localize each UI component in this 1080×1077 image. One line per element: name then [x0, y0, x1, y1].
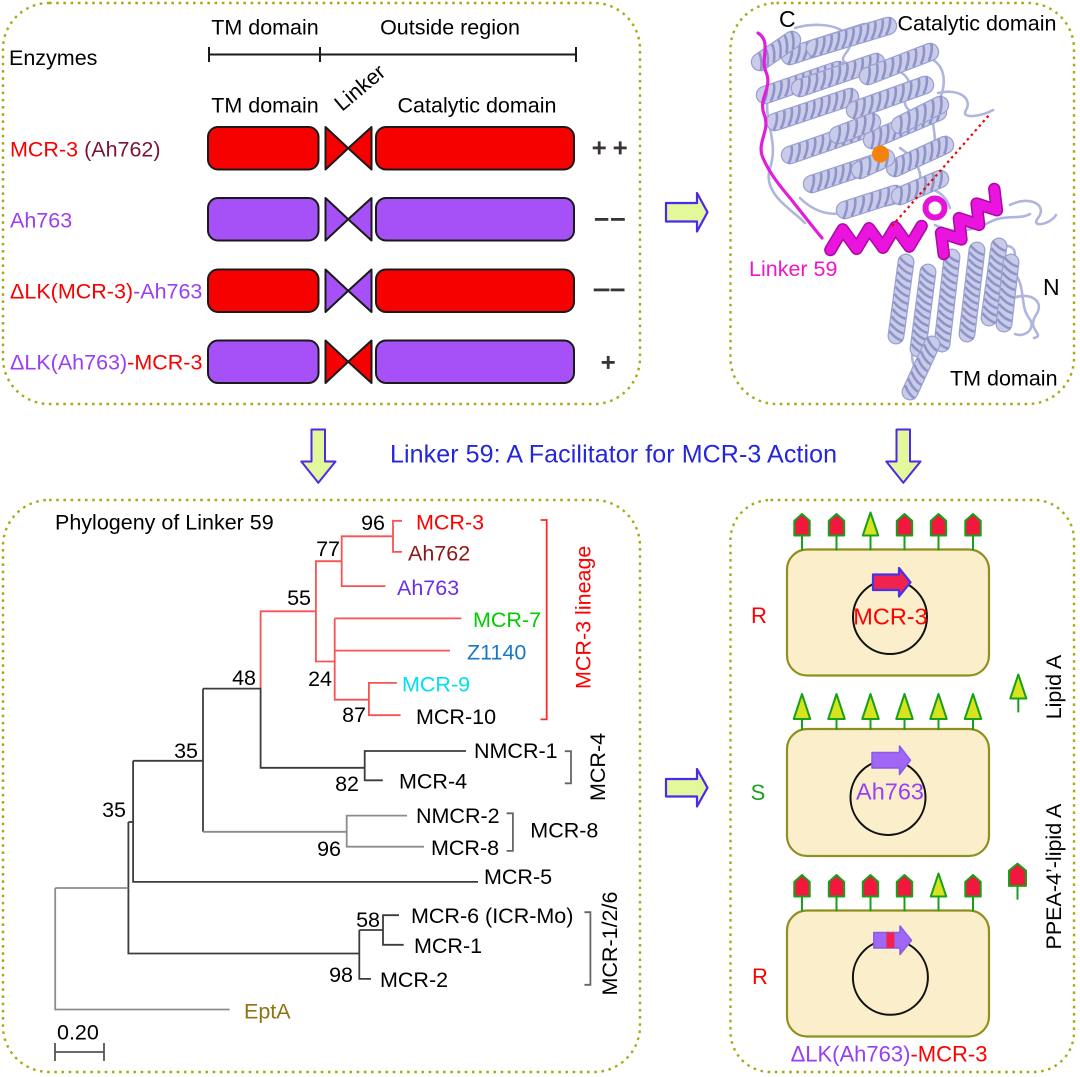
svg-text:Linker 59: A Facilitator for M: Linker 59: A Facilitator for MCR-3 Actio…	[390, 441, 837, 469]
svg-text:MCR-3 (Ah762): MCR-3 (Ah762)	[10, 138, 161, 162]
svg-text:N: N	[1043, 274, 1060, 300]
svg-text:MCR-1: MCR-1	[414, 934, 482, 958]
svg-text:24: 24	[308, 667, 332, 691]
svg-text:98: 98	[329, 963, 353, 987]
svg-text:Ah763: Ah763	[856, 779, 924, 805]
svg-text:MCR-8: MCR-8	[431, 836, 499, 860]
svg-text:MCR-4: MCR-4	[399, 770, 467, 794]
svg-text:96: 96	[361, 511, 385, 535]
svg-text:MCR-3: MCR-3	[853, 604, 927, 630]
svg-text:Phylogeny of Linker 59: Phylogeny of Linker 59	[55, 511, 274, 535]
svg-text:MCR-4: MCR-4	[586, 733, 610, 801]
svg-text:MCR-3: MCR-3	[416, 511, 484, 535]
svg-text:PPEA-4’-lipid A: PPEA-4’-lipid A	[1042, 803, 1066, 949]
svg-text:Ah762: Ah762	[408, 542, 470, 566]
svg-text:87: 87	[342, 703, 366, 727]
svg-text:TM domain: TM domain	[950, 367, 1058, 391]
svg-text:R: R	[751, 603, 767, 628]
svg-text:48: 48	[232, 666, 256, 690]
svg-text:Linker 59: Linker 59	[749, 257, 837, 281]
svg-text:Catalytic domain: Catalytic domain	[398, 94, 557, 118]
svg-text:Z1140: Z1140	[467, 641, 526, 665]
svg-text:35: 35	[102, 798, 126, 822]
svg-text:MCR-3 lineage: MCR-3 lineage	[572, 546, 596, 689]
svg-text:S: S	[751, 780, 766, 805]
svg-text:MCR-6 (ICR-Mo): MCR-6 (ICR-Mo)	[411, 904, 573, 928]
svg-text:ΔLK(MCR-3)-Ah763: ΔLK(MCR-3)-Ah763	[10, 280, 202, 304]
svg-text:MCR-9: MCR-9	[402, 673, 470, 697]
svg-text:Ah763: Ah763	[10, 209, 72, 233]
svg-text:NMCR-2: NMCR-2	[416, 804, 500, 828]
svg-text:Enzymes: Enzymes	[9, 46, 97, 70]
svg-text:NMCR-1: NMCR-1	[474, 739, 558, 763]
svg-text:35: 35	[174, 739, 198, 763]
svg-text:Lipid A: Lipid A	[1042, 654, 1066, 719]
svg-text:Ah763: Ah763	[397, 576, 459, 600]
svg-text:77: 77	[316, 537, 340, 561]
svg-text:96: 96	[317, 837, 341, 861]
svg-text:C: C	[779, 6, 796, 32]
svg-text:ΔLK(Ah763)-MCR-3: ΔLK(Ah763)-MCR-3	[10, 351, 202, 375]
svg-text:Linker: Linker	[330, 60, 390, 116]
svg-text:MCR-1/2/6: MCR-1/2/6	[598, 892, 622, 996]
svg-text:MCR-5: MCR-5	[484, 865, 552, 889]
svg-text:TM domain: TM domain	[211, 16, 319, 40]
svg-text:Catalytic domain: Catalytic domain	[898, 12, 1057, 36]
svg-text:55: 55	[287, 586, 311, 610]
svg-text:TM domain: TM domain	[211, 94, 319, 118]
svg-text:MCR-2: MCR-2	[380, 968, 448, 992]
svg-text:82: 82	[335, 772, 359, 796]
svg-text:Outside region: Outside region	[380, 16, 520, 40]
svg-text:0.20: 0.20	[57, 1021, 99, 1045]
svg-text:58: 58	[356, 908, 380, 932]
svg-text:MCR-10: MCR-10	[416, 705, 496, 729]
svg-text:MCR-8: MCR-8	[530, 819, 598, 843]
svg-text:MCR-7: MCR-7	[473, 608, 541, 632]
svg-text:R: R	[752, 964, 768, 989]
svg-text:EptA: EptA	[244, 1000, 291, 1024]
svg-text:ΔLK(Ah763)-MCR-3: ΔLK(Ah763)-MCR-3	[791, 1042, 988, 1067]
